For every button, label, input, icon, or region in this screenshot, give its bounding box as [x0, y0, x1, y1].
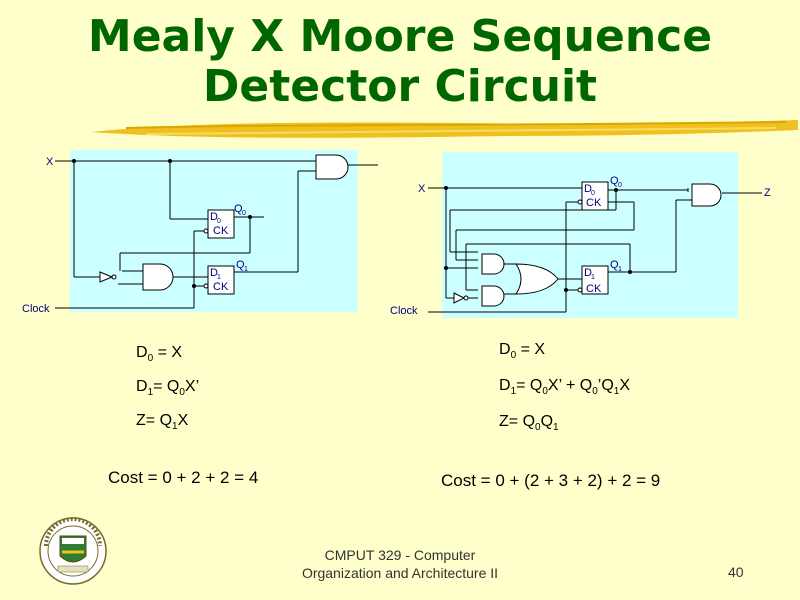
- left-cost: Cost = 0 + 2 + 2 = 4: [108, 468, 259, 487]
- svg-text:0: 0: [242, 210, 246, 217]
- svg-text:CK: CK: [213, 225, 229, 237]
- svg-text:CK: CK: [586, 283, 602, 295]
- left-equation-d0: D0 = X: [136, 344, 183, 365]
- university-logo: [39, 517, 107, 585]
- svg-text:Q: Q: [610, 259, 619, 271]
- brush-stroke-decoration: [91, 120, 798, 138]
- right-cost: Cost = 0 + (2 + 3 + 2) + 2 = 9: [441, 471, 661, 490]
- slide-title-line1: Mealy X Moore Sequence: [87, 11, 713, 62]
- svg-text:D: D: [210, 211, 218, 223]
- right-equation-z: Z= Q0Q1: [499, 413, 559, 434]
- mealy-circuit-diagram: X Z Clock D0 Q0 CK D1 Q1 CK: [22, 150, 378, 315]
- left-equation-d1: D1= Q0X’: [136, 378, 200, 399]
- svg-text:1: 1: [618, 266, 622, 273]
- svg-text:D: D: [584, 267, 592, 279]
- left-equation-z: Z= Q1X: [136, 412, 189, 433]
- footer-line1: CMPUT 329 - Computer: [324, 547, 476, 563]
- slide-title-line2: Detector Circuit: [202, 61, 598, 112]
- svg-text:Clock: Clock: [390, 305, 418, 317]
- svg-text:D: D: [210, 267, 218, 279]
- svg-text:0: 0: [618, 182, 622, 189]
- page-number: 40: [728, 564, 744, 580]
- svg-text:0: 0: [217, 218, 221, 225]
- right-equation-d0: D0 = X: [499, 341, 546, 362]
- footer-course: CMPUT 329 - Computer Organization and Ar…: [250, 546, 550, 582]
- svg-text:Z: Z: [764, 187, 771, 199]
- svg-text:Q: Q: [234, 203, 243, 215]
- svg-text:CK: CK: [213, 281, 229, 293]
- svg-text:1: 1: [244, 266, 248, 273]
- svg-text:X: X: [46, 156, 54, 168]
- svg-text:Q: Q: [236, 259, 245, 271]
- svg-text:0: 0: [591, 190, 595, 197]
- svg-text:1: 1: [591, 274, 595, 281]
- svg-text:CK: CK: [586, 197, 602, 209]
- svg-text:Clock: Clock: [22, 303, 50, 315]
- svg-text:X: X: [418, 183, 426, 195]
- right-equation-d1: D1= Q0X’ + Q0’Q1X: [499, 377, 631, 398]
- svg-text:1: 1: [217, 274, 221, 281]
- svg-text:D: D: [584, 183, 592, 195]
- footer-line2: Organization and Architecture II: [301, 565, 499, 581]
- svg-text:Q: Q: [610, 175, 619, 187]
